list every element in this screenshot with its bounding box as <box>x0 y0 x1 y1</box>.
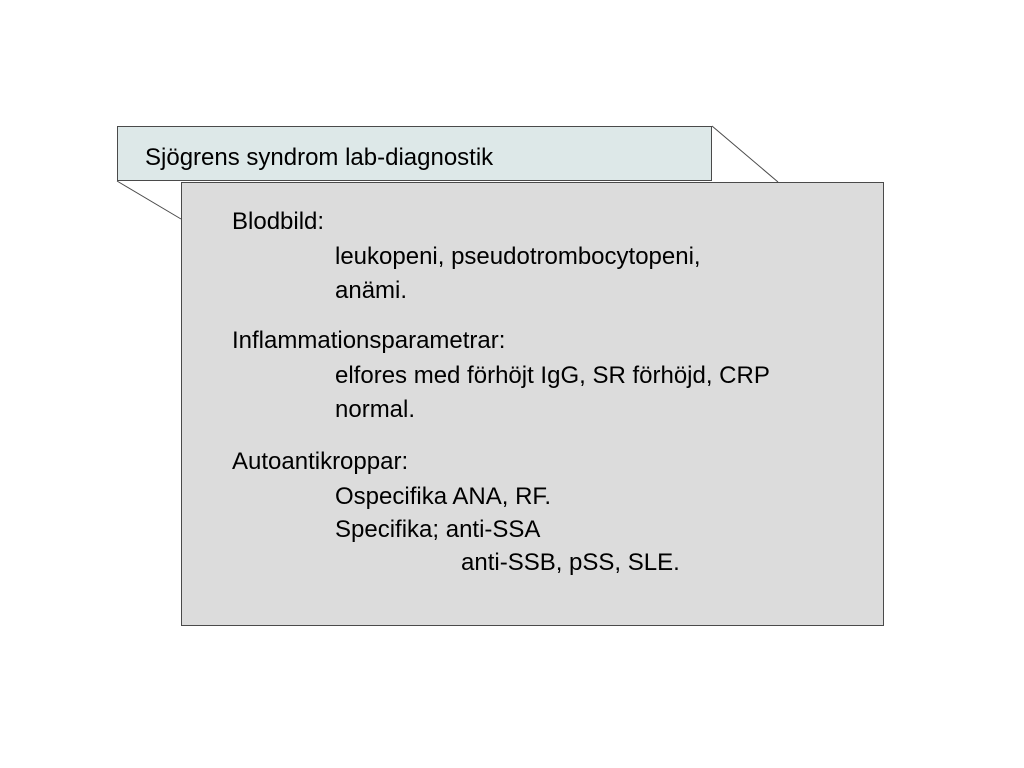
title-box: Sjögrens syndrom lab-diagnostik <box>117 126 712 181</box>
section-heading-autoantikroppar: Autoantikroppar: <box>232 448 409 475</box>
connector-line-left <box>116 180 182 220</box>
section-subline: anti-SSB, pSS, SLE. <box>461 549 680 576</box>
slide-title: Sjögrens syndrom lab-diagnostik <box>145 144 494 171</box>
section-line: elfores med förhöjt IgG, SR förhöjd, CRP <box>335 362 770 389</box>
section-heading-inflammation: Inflammationsparametrar: <box>232 327 506 354</box>
section-line: Specifika; anti-SSA <box>335 516 541 543</box>
section-line: normal. <box>335 396 416 423</box>
section-heading-blodbild: Blodbild: <box>232 208 325 235</box>
section-line: anämi. <box>335 277 408 304</box>
content-box: Blodbild: leukopeni, pseudotrombocytopen… <box>181 182 884 626</box>
section-line: leukopeni, pseudotrombocytopeni, <box>335 243 701 270</box>
connector-line-right <box>711 125 779 183</box>
section-line: Ospecifika ANA, RF. <box>335 483 552 510</box>
